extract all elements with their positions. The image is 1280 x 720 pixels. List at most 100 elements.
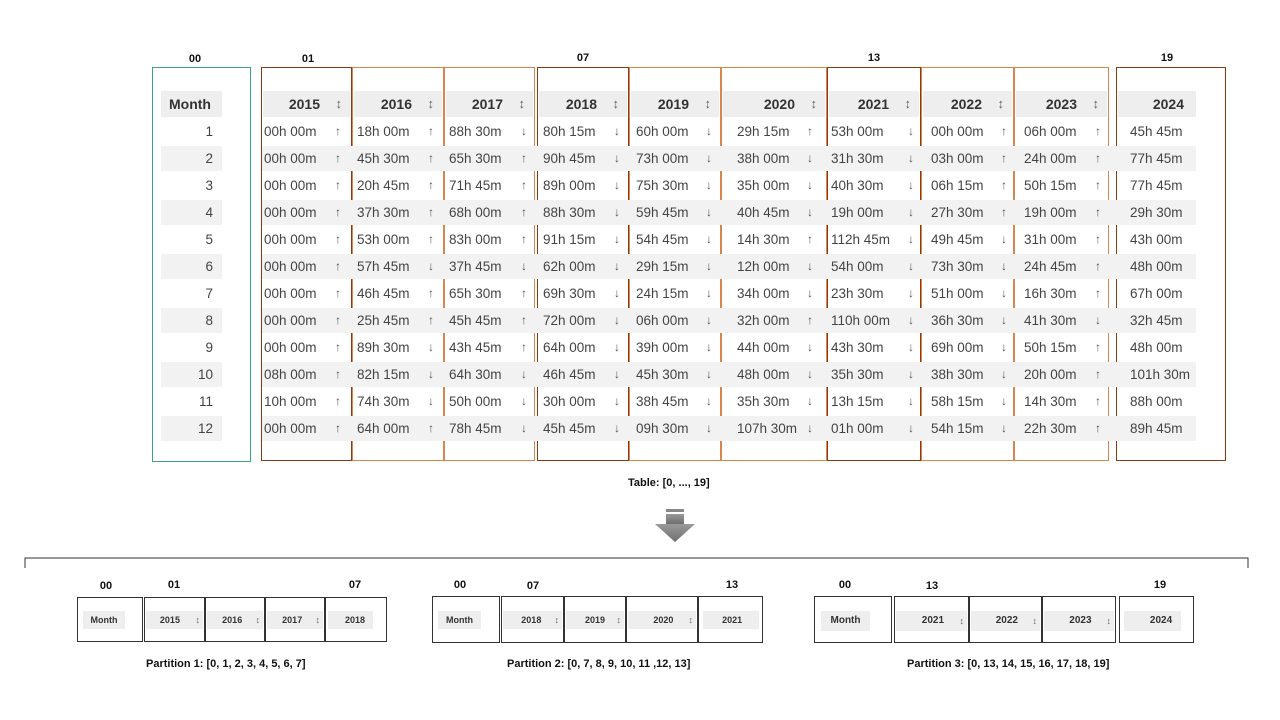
duration-cell: 73h 00m [636, 151, 689, 166]
sort-icon[interactable]: ↕ [904, 96, 912, 111]
duration-cell: 64h 30m [449, 367, 502, 382]
duration-cell: 00h 00m [264, 340, 317, 355]
duration-cell: 03h 00m [931, 151, 984, 166]
partition-1-box-2015 [144, 597, 205, 642]
partition-1-box-2018 [325, 597, 387, 642]
duration-cell: 00h 00m [264, 421, 317, 436]
duration-cell: 00h 00m [264, 151, 317, 166]
arrow-down-icon: ↓ [614, 259, 620, 273]
sort-icon[interactable]: ↕ [335, 96, 343, 111]
arrow-down-icon: ↓ [807, 340, 813, 354]
duration-cell: 83h 00m [449, 232, 502, 247]
arrow-down-icon: ↓ [706, 205, 712, 219]
arrow-down-icon: ↓ [614, 367, 620, 381]
duration-cell: 67h 00m [1130, 286, 1183, 301]
duration-cell: 44h 00m [737, 340, 790, 355]
year-header-2021[interactable]: 2021↕ [829, 91, 919, 117]
partition-2-box-2020 [626, 596, 698, 643]
duration-cell: 75h 30m [636, 178, 689, 193]
year-header-2016[interactable]: 2016↕ [354, 91, 442, 117]
arrow-up-icon: ↑ [335, 232, 341, 246]
duration-cell: 50h 00m [449, 394, 502, 409]
month-cell: 10 [197, 367, 213, 382]
month-cell: 3 [205, 178, 213, 193]
arrow-up-icon: ↑ [1095, 124, 1101, 138]
year-header-label: 2019 [657, 96, 689, 112]
duration-cell: 45h 45m [543, 421, 596, 436]
duration-cell: 45h 45m [449, 313, 502, 328]
partition-2-month-box [432, 596, 500, 643]
duration-cell: 73h 30m [931, 259, 984, 274]
duration-cell: 00h 00m [264, 286, 317, 301]
duration-cell: 09h 30m [636, 421, 689, 436]
sort-icon[interactable]: ↕ [997, 96, 1005, 111]
duration-cell: 74h 30m [357, 394, 410, 409]
partition-3-header-2021: 2021↕ [896, 611, 967, 631]
duration-cell: 16h 30m [1024, 286, 1077, 301]
duration-cell: 89h 45m [1130, 421, 1183, 436]
year-header-2015[interactable]: 2015↕ [263, 91, 350, 117]
duration-cell: 54h 45m [636, 232, 689, 247]
sort-icon[interactable]: ↕ [704, 96, 712, 111]
sort-icon[interactable]: ↕ [810, 96, 818, 111]
arrow-up-icon: ↑ [521, 151, 527, 165]
year-header-2020[interactable]: 2020↕ [723, 91, 825, 117]
arrow-down-icon: ↓ [908, 232, 914, 246]
partition-1-label-00: 00 [99, 580, 113, 592]
column-group-label-13: 13 [867, 52, 881, 64]
arrow-down-icon: ↓ [521, 367, 527, 381]
arrow-down-icon: ↓ [1001, 421, 1007, 435]
sort-icon[interactable]: ↕ [612, 96, 620, 111]
duration-cell: 57h 45m [357, 259, 410, 274]
year-header-2019[interactable]: 2019 ↕ [631, 91, 719, 117]
arrow-up-icon: ↑ [428, 151, 434, 165]
duration-cell: 78h 45m [449, 421, 502, 436]
duration-cell: 18h 00m [357, 124, 410, 139]
partition-3-header-2023: 2023↕ [1044, 611, 1114, 631]
partition-1-label-07: 07 [348, 579, 362, 591]
duration-cell: 24h 00m [1024, 151, 1077, 166]
column-group-label-19: 19 [1160, 52, 1174, 64]
duration-cell: 49h 45m [931, 232, 984, 247]
sort-icon[interactable]: ↕ [1092, 96, 1100, 111]
arrow-down-icon: ↓ [908, 313, 914, 327]
partition-1-header-2017: 2017↕ [267, 611, 323, 629]
arrow-down-icon: ↓ [614, 178, 620, 192]
arrow-up-icon: ↑ [335, 394, 341, 408]
partition-2-label-13: 13 [725, 579, 739, 591]
arrow-down-icon: ↓ [807, 394, 813, 408]
sort-icon[interactable]: ↕ [518, 96, 526, 111]
table-caption: Table: [0, ..., 19] [628, 477, 710, 489]
row-stripe [161, 362, 222, 387]
arrow-up-icon: ↑ [1095, 178, 1101, 192]
year-header-2023[interactable]: 2023↕ [1016, 91, 1107, 117]
year-header-2024[interactable]: 2024 [1118, 91, 1196, 117]
arrow-up-icon: ↑ [428, 178, 434, 192]
row-stripe [161, 146, 222, 171]
duration-cell: 00h 00m [264, 313, 317, 328]
duration-cell: 45h 30m [357, 151, 410, 166]
year-header-2017[interactable]: 2017↕ [446, 91, 533, 117]
sort-icon[interactable]: ↕ [427, 96, 435, 111]
partition-3-month-box [814, 596, 892, 643]
year-header-2018[interactable]: 2018↕ [539, 91, 627, 117]
duration-cell: 29h 30m [1130, 205, 1183, 220]
arrow-down-icon: ↓ [1001, 367, 1007, 381]
duration-cell: 08h 00m [264, 367, 317, 382]
duration-cell: 12h 00m [737, 259, 790, 274]
arrow-down-icon: ↓ [521, 421, 527, 435]
month-cell: 8 [205, 313, 213, 328]
year-header-2022[interactable]: 2022↕ [923, 91, 1012, 117]
partition-3-label-13: 13 [925, 580, 939, 592]
row-stripe [262, 254, 1196, 279]
duration-cell: 43h 45m [449, 340, 502, 355]
row-stripe [161, 254, 222, 279]
arrow-down-icon: ↓ [807, 178, 813, 192]
partition-2-header-2019: 2019↕ [566, 611, 624, 629]
month-cell: 6 [205, 259, 213, 274]
duration-cell: 24h 15m [636, 286, 689, 301]
partition-3-month-header: Month [821, 611, 870, 631]
partition-3-caption: Partition 3: [0, 13, 14, 15, 16, 17, 18,… [907, 658, 1110, 670]
arrow-down-icon: ↓ [807, 421, 813, 435]
duration-cell: 13h 15m [831, 394, 884, 409]
